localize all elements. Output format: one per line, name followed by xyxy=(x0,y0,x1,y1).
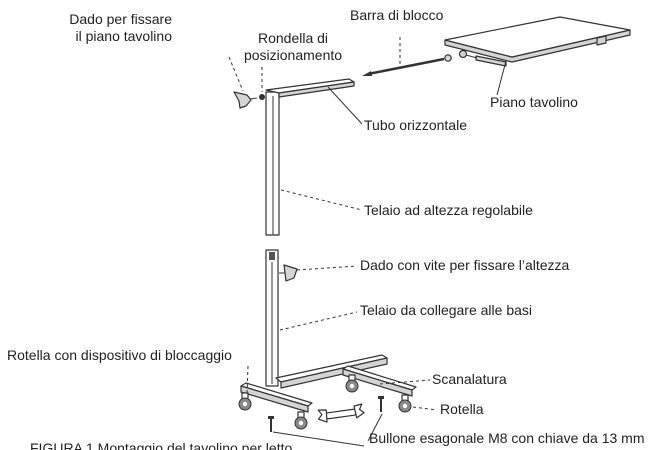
label-hex-bolt: Bullone esagonale M8 con chiave da 13 mm xyxy=(369,430,645,446)
label-table-top: Piano tavolino xyxy=(490,94,578,110)
label-groove: Scanalatura xyxy=(432,371,507,387)
label-locking-bar: Barra di blocco xyxy=(350,7,444,23)
label-positioning-washer: Rondella di posizionamento xyxy=(228,30,358,64)
label-line: Rondella di xyxy=(257,30,329,46)
figure-caption: FIGURA 1 Montaggio del tavolino per lett… xyxy=(30,440,293,450)
hex-bolt xyxy=(378,396,384,412)
base xyxy=(240,354,417,413)
leader-locking-caster xyxy=(246,365,249,395)
base-right-foot-front xyxy=(342,368,413,397)
caster-hub xyxy=(349,383,355,389)
table-top xyxy=(444,16,631,67)
wrench xyxy=(317,403,365,423)
leader-caster xyxy=(412,406,438,411)
leader-table-nut xyxy=(228,56,244,92)
caster-hub xyxy=(242,401,248,407)
caster-wheel xyxy=(398,394,412,413)
height-fixing-knob xyxy=(283,264,298,282)
base-main-bar-front xyxy=(280,357,388,389)
leader-bolt-left xyxy=(272,431,365,447)
hex-bolt xyxy=(268,416,274,432)
leader-upper-frame xyxy=(280,189,363,211)
leader-groove xyxy=(379,379,431,385)
label-horizontal-tube: Tubo orizzontale xyxy=(364,117,467,133)
label-line: il piano tavolino xyxy=(75,28,172,44)
label-height-knob: Dado con vite per fissare l’altezza xyxy=(360,257,570,273)
base-left-foot-front xyxy=(240,385,309,413)
label-locking-caster: Rotella con dispositivo di bloccaggio xyxy=(7,347,232,363)
label-table-fixing-nut: Dado per fissare il piano tavolino xyxy=(12,11,172,45)
caster-wheel xyxy=(345,374,359,393)
label-line: posizionamento xyxy=(243,47,343,63)
table-right-bracket xyxy=(596,35,607,46)
table-bracket xyxy=(475,55,507,67)
bolt-head xyxy=(378,396,384,399)
locking-bar-knob xyxy=(444,54,452,62)
table-fixing-nut-stem xyxy=(249,97,258,100)
table-fixing-nut xyxy=(233,91,252,109)
horizontal-tube-front xyxy=(278,81,355,98)
locking-bar-tip xyxy=(362,71,372,76)
wrench-jaw-left xyxy=(317,409,328,423)
wrench-jaw-right xyxy=(353,403,365,419)
leader-table-top xyxy=(496,60,507,96)
positioning-washer xyxy=(259,94,265,100)
locking-bar xyxy=(362,54,452,76)
caster-wheel-locking xyxy=(238,392,252,411)
caster-hub xyxy=(298,420,304,426)
lower-tube-slot xyxy=(269,252,275,260)
table-top-surface xyxy=(444,16,631,58)
leader-horizontal-tube xyxy=(327,86,363,125)
label-lower-frame: Telaio da collegare alle basi xyxy=(360,302,532,318)
leader-lower-frame xyxy=(279,311,358,331)
upper-frame xyxy=(265,78,355,236)
label-line: Dado per fissare xyxy=(69,11,172,27)
caster-hub xyxy=(402,403,408,409)
table-bracket-arm xyxy=(465,54,478,59)
label-upper-frame: Telaio ad altezza regolabile xyxy=(364,202,533,218)
caster-wheel xyxy=(294,411,308,430)
bolt-head xyxy=(268,416,274,419)
label-caster: Rotella xyxy=(440,401,484,417)
leader-bolt-right xyxy=(367,413,383,442)
lower-frame xyxy=(265,249,279,387)
leader-height-knob xyxy=(296,265,358,271)
wrench-handle xyxy=(325,408,357,420)
table-knob xyxy=(458,49,468,59)
locking-bar-rod xyxy=(367,57,445,76)
